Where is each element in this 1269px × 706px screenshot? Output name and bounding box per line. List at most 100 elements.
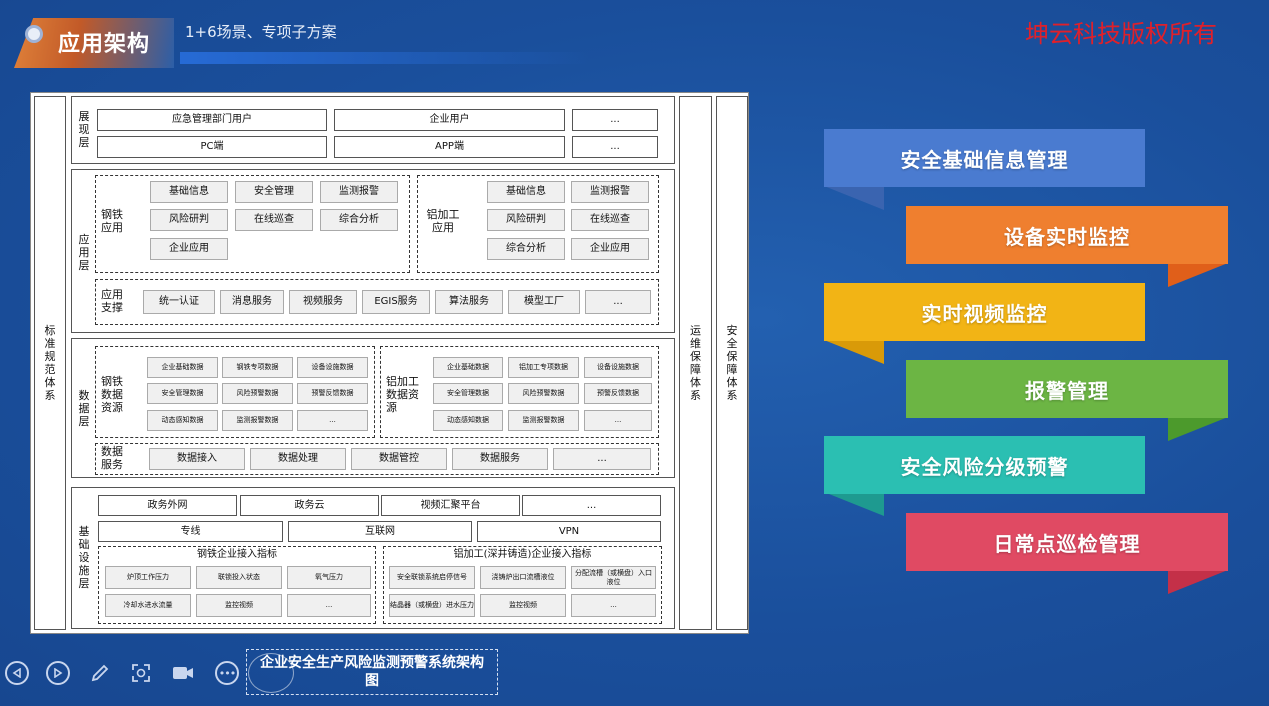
aluminum-data-label: 铝加工数据资源 [386, 375, 419, 414]
presentation-box: APP端 [334, 136, 565, 158]
page-subtitle: 1+6场景、专项子方案 [185, 23, 337, 41]
copyright-watermark: 坤云科技版权所有 [1025, 20, 1217, 48]
ribbon-fold [1168, 570, 1228, 594]
scenario-ribbon-4: 安全风险分级预警 [824, 436, 1145, 494]
ribbon-fold [824, 340, 884, 364]
aluminum-data-item: 动态感知数据 [433, 410, 503, 431]
caption-ring [248, 653, 294, 693]
steel-indicators-group [98, 546, 376, 624]
aluminum-data-group [380, 346, 659, 438]
aluminum-app-item: 监测报警 [571, 181, 649, 203]
security-label: 安全保障体系 [726, 324, 738, 402]
aluminum-data-item: 预警反馈数据 [584, 383, 652, 404]
application-label: 应用层 [78, 233, 90, 272]
scenario-ribbon-1: 设备实时监控 [906, 206, 1228, 264]
bullet-icon [25, 25, 43, 43]
steel-indicator: 冷却水进水流量 [105, 594, 191, 617]
steel-app-item: 安全管理 [235, 181, 313, 203]
aluminum-indicator: 安全联锁系统启停信号 [389, 566, 475, 589]
steel-data-item: 安全管理数据 [147, 383, 218, 404]
aluminum-data-item: 监测报警数据 [508, 410, 579, 431]
scenario-ribbon-3: 报警管理 [906, 360, 1228, 418]
presentation-box: ... [572, 109, 658, 131]
aluminum-data-item: 企业基础数据 [433, 357, 503, 378]
data-layer-label: 数据层 [78, 389, 90, 428]
steel-app-item: 监测报警 [320, 181, 398, 203]
steel-app-label: 钢铁应用 [101, 208, 123, 234]
scenario-label: 实时视频监控 [921, 301, 1048, 326]
aluminum-data-item: 安全管理数据 [433, 383, 503, 404]
steel-indicator: 炉顶工作压力 [105, 566, 191, 589]
data-service-item: 数据处理 [250, 448, 346, 470]
aluminum-app-item: 在线巡查 [571, 209, 649, 231]
steel-data-item: 钢铁专项数据 [222, 357, 293, 378]
network-box: 政务外网 [98, 495, 237, 516]
camera-icon[interactable] [171, 661, 195, 685]
presentation-box: ... [572, 136, 658, 158]
aluminum-app-item: 风险研判 [487, 209, 565, 231]
steel-data-item: 动态感知数据 [147, 410, 218, 431]
presentation-box: 应急管理部门用户 [97, 109, 327, 131]
ribbon-fold [1168, 263, 1228, 287]
aluminum-indicator: ... [571, 594, 656, 617]
scenario-ribbon-0: 安全基础信息管理 [824, 129, 1145, 187]
steel-app-item: 企业应用 [150, 238, 228, 260]
steel-indicator: 监控视频 [196, 594, 282, 617]
aluminum-indicator: 结晶器（或横盘）进水压力 [389, 594, 475, 617]
aluminum-app-group [417, 175, 659, 273]
scenario-label: 安全风险分级预警 [900, 454, 1069, 479]
steel-indicators-title: 钢铁企业接入指标 [197, 549, 277, 561]
steel-indicator: ... [287, 594, 371, 617]
standards-frame: 标准规范体系 [34, 96, 66, 630]
scenario-label: 日常点巡检管理 [993, 531, 1141, 556]
presentation-box: 企业用户 [334, 109, 565, 131]
network-box: VPN [477, 521, 661, 542]
steel-app-item: 综合分析 [320, 209, 398, 231]
data-service-item: 数据接入 [149, 448, 245, 470]
scenario-ribbon-2: 实时视频监控 [824, 283, 1145, 341]
steel-data-item: 预警反馈数据 [297, 383, 368, 404]
app-support-item: 统一认证 [143, 290, 215, 314]
security-frame: 安全保障体系 [716, 96, 748, 630]
screenshot-icon[interactable] [129, 661, 153, 685]
scenario-label: 报警管理 [1025, 378, 1109, 403]
steel-app-group [95, 175, 410, 273]
next-icon[interactable] [46, 661, 70, 685]
more-icon[interactable]: ••• [215, 661, 239, 685]
steel-data-item: 监测报警数据 [222, 410, 293, 431]
data-services-group [95, 443, 659, 475]
data-service-item: ... [553, 448, 651, 470]
app-support-label: 应用支撑 [101, 288, 123, 314]
steel-data-item: ... [297, 410, 368, 431]
data-services-label: 数据服务 [101, 445, 123, 471]
aluminum-indicator: 分配流槽（或横盘）入口液位 [571, 566, 656, 589]
infrastructure-label: 基础设施层 [78, 525, 90, 590]
steel-indicator: 联锁投入状态 [196, 566, 282, 589]
scenario-label: 安全基础信息管理 [900, 147, 1069, 172]
steel-app-item: 基础信息 [150, 181, 228, 203]
aluminum-app-label: 铝加工应用 [426, 208, 460, 234]
steel-data-item: 企业基础数据 [147, 357, 218, 378]
aluminum-app-item: 综合分析 [487, 238, 565, 260]
ribbon-fold [824, 492, 884, 516]
prev-icon[interactable] [5, 661, 29, 685]
aluminum-data-item: 铝加工专项数据 [508, 357, 579, 378]
aluminum-app-item: 基础信息 [487, 181, 565, 203]
scenario-label: 设备实时监控 [1004, 224, 1130, 249]
network-box: ... [522, 495, 661, 516]
aluminum-indicator: 浇铸炉出口流槽液位 [480, 566, 566, 589]
ops-label: 运维保障体系 [690, 324, 701, 402]
standards-label: 标准规范体系 [44, 324, 56, 402]
app-support-item: 算法服务 [435, 290, 503, 314]
aluminum-indicator: 监控视频 [480, 594, 566, 617]
app-support-item: 视频服务 [289, 290, 357, 314]
architecture-diagram: 标准规范体系 运维保障体系 安全保障体系 展现层 应急管理部门用户 企业用户 .… [30, 92, 749, 634]
data-service-item: 数据服务 [452, 448, 548, 470]
steel-data-label: 钢铁数据资源 [101, 375, 123, 414]
app-support-group [95, 279, 659, 325]
network-box: 互联网 [288, 521, 472, 542]
pen-icon[interactable] [88, 661, 112, 685]
network-box: 视频汇聚平台 [381, 495, 520, 516]
aluminum-indicators-group [383, 546, 662, 624]
app-support-item: 模型工厂 [508, 290, 580, 314]
